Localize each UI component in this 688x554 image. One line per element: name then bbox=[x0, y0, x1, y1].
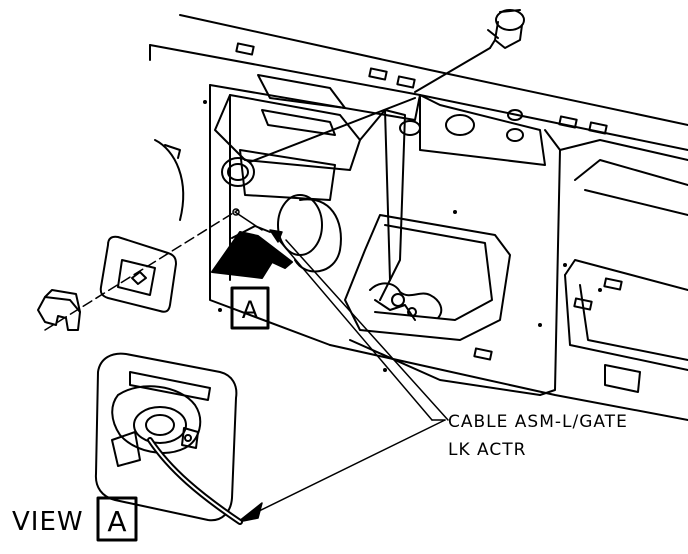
callout-line-1: CABLE ASM-L/GATE bbox=[448, 412, 628, 432]
retaining-clip bbox=[37, 289, 81, 331]
lock-actuator-wiring bbox=[369, 282, 443, 321]
view-direction-arrow bbox=[211, 225, 293, 279]
grommet-ring bbox=[221, 97, 416, 187]
access-cover bbox=[99, 235, 177, 313]
callout-line-2: LK ACTR bbox=[448, 440, 526, 460]
view-marker-box bbox=[230, 286, 270, 330]
push-pin-fastener bbox=[414, 9, 525, 93]
callout-leader bbox=[237, 229, 449, 523]
view-a-detail bbox=[94, 352, 243, 525]
door-inner-panel bbox=[149, 14, 688, 421]
view-label-box bbox=[96, 496, 138, 542]
view-label-letter: A bbox=[107, 505, 126, 538]
view-marker-letter: A bbox=[242, 296, 259, 324]
view-label-word: VIEW bbox=[12, 507, 84, 537]
